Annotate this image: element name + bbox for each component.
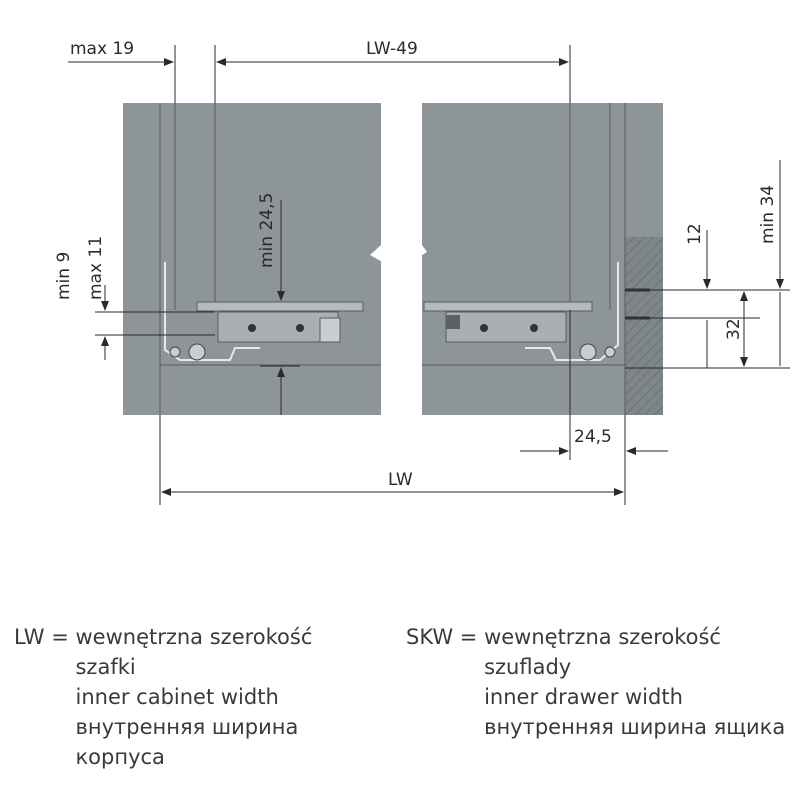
dim-max-11-label: max 11	[86, 236, 106, 300]
legend-lw-line: szafki	[75, 655, 136, 679]
legend-skw-line: inner drawer width	[484, 685, 683, 709]
legend-lw: LW = wewnętrzna szerokość szafki inner c…	[14, 622, 312, 772]
dim-lw-minus-49-label: LW-49	[366, 39, 418, 59]
left-cabinet-side	[123, 103, 381, 415]
legend-skw-line: внутренняя ширина ящика	[484, 715, 786, 739]
right-drawer-bottom	[423, 301, 593, 312]
left-drawer-bottom	[196, 301, 364, 312]
break-gap	[370, 95, 427, 440]
legend-lw-line: внутренняя ширина	[75, 715, 299, 739]
legend-lw-line: корпуса	[75, 745, 165, 769]
dim-min-24-5-label: min 24,5	[257, 193, 277, 268]
dim-lw-label: LW	[388, 470, 413, 490]
legend-skw-line: wewnętrzna szerokość	[484, 625, 721, 649]
legend-lw-line: inner cabinet width	[75, 685, 279, 709]
dim-min-9-label: min 9	[54, 252, 74, 300]
right-slide-assembly	[445, 262, 650, 361]
legend-skw-key: SKW =	[406, 625, 485, 649]
dim-12-label: 12	[685, 223, 705, 245]
right-cabinet-side	[422, 103, 663, 415]
legend-skw: SKW = wewnętrzna szerokość szuflady inne…	[406, 622, 785, 742]
dimension-lines	[68, 45, 790, 505]
dim-24-5-label: 24,5	[574, 427, 612, 447]
dim-32-label: 32	[724, 318, 744, 340]
legend-lw-key: LW =	[14, 625, 76, 649]
dim-min-34-label: min 34	[758, 185, 778, 244]
dim-max-19-label: max 19	[70, 39, 134, 59]
legend-skw-line: szuflady	[484, 655, 572, 679]
drawer-slide-dimension-drawing: max 19 LW-49 min 24,5 min 34 min 9 max 1…	[54, 39, 790, 505]
legend-lw-line: wewnętrzna szerokość	[75, 625, 313, 649]
